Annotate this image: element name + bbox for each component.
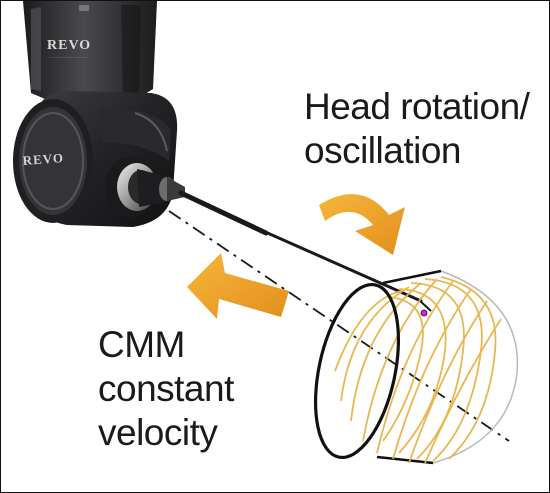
probe-shank (105, 157, 185, 217)
brand-tagline-top: ······················· (49, 55, 88, 61)
cylinder-axis-line (168, 210, 510, 442)
helical-scan-path (334, 276, 502, 464)
head-rotation-arrow (319, 194, 405, 255)
probe-head (13, 91, 178, 227)
brand-logo-top: REVO (47, 38, 91, 53)
brand-logo-side: REVO (22, 150, 64, 168)
probe-upper-housing (23, 1, 157, 105)
cmm-velocity-arrow (187, 253, 289, 319)
head-rotation-label: Head rotation/ oscillation (304, 85, 530, 173)
bore-front-rim (313, 282, 401, 460)
measured-bore (313, 269, 519, 465)
cmm-velocity-line-3: velocity (98, 412, 218, 453)
probe-stylus (178, 190, 432, 317)
head-rotation-line-2: oscillation (304, 130, 461, 171)
cmm-velocity-line-2: constant (98, 368, 234, 409)
head-rotation-line-1: Head rotation/ (304, 86, 530, 127)
cmm-velocity-label: CMM constant velocity (98, 323, 234, 455)
cmm-velocity-line-1: CMM (98, 324, 185, 365)
